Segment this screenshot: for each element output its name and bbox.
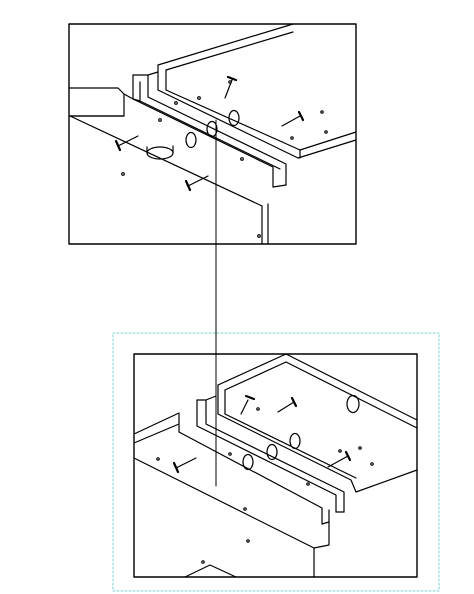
upper-tray xyxy=(217,353,418,493)
view-frame-bottom xyxy=(133,353,418,578)
detail-view-bottom[interactable] xyxy=(133,353,418,578)
detail-view-top[interactable] xyxy=(68,23,357,245)
screw-icon xyxy=(114,75,305,192)
selection-frame[interactable] xyxy=(112,332,440,592)
levelling-foot xyxy=(146,145,174,160)
lower-tray xyxy=(133,412,330,578)
screw-icon xyxy=(172,394,352,474)
middle-bracket xyxy=(196,395,345,513)
side-panel xyxy=(69,87,269,245)
view-frame-top xyxy=(68,23,357,245)
mounting-bracket xyxy=(132,71,287,188)
shelf-tray xyxy=(157,23,357,159)
